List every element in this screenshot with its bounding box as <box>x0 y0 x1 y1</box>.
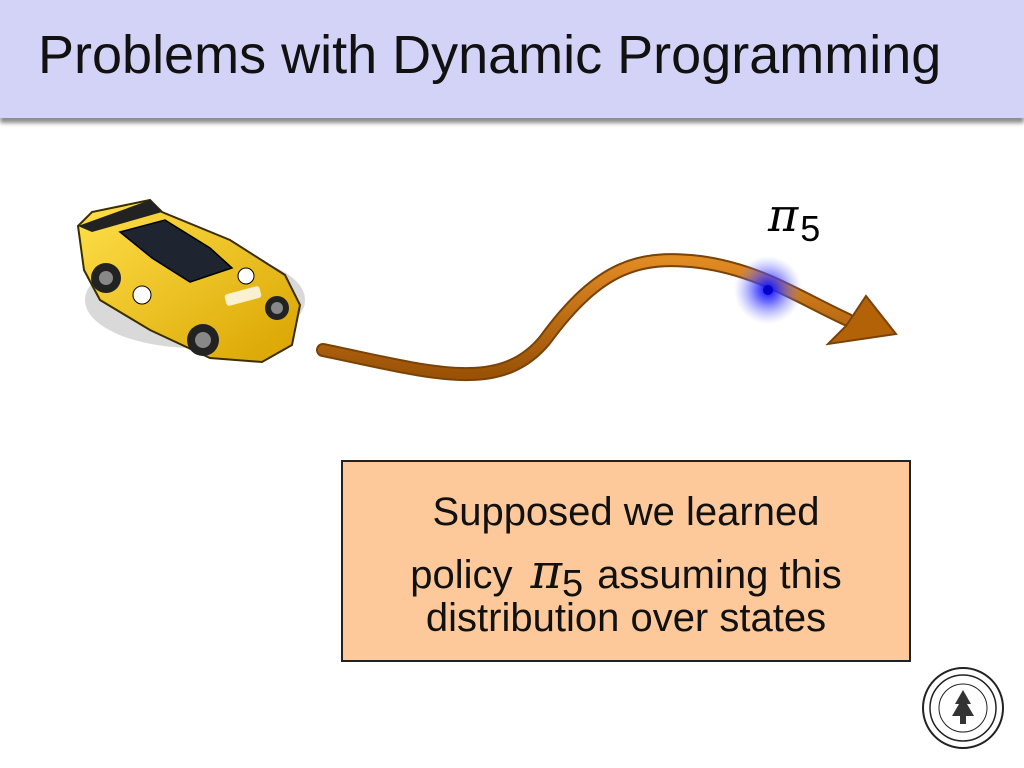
pi-symbol: π <box>768 188 799 242</box>
pi-subscript: 5 <box>800 208 821 249</box>
note-pi-subscript: 5 <box>562 563 584 605</box>
note-pi-symbol: π <box>530 544 563 600</box>
trajectory-arrow-icon <box>316 253 898 382</box>
note-pi5-symbol: π5 <box>530 544 584 605</box>
policy-pi5-label: π5 <box>768 188 820 249</box>
state-distribution-glow-icon <box>734 256 802 324</box>
note-line-2-before: policy <box>410 553 513 597</box>
slide-title: Problems with Dynamic Programming <box>38 25 942 85</box>
race-car-icon <box>76 198 305 364</box>
note-line-3: distribution over states <box>425 596 827 640</box>
note-line-1: Supposed we learned <box>432 490 820 534</box>
note-line-2-after: assuming this <box>597 553 842 597</box>
title-bar: Problems with Dynamic Programming <box>0 0 1024 118</box>
university-seal-icon <box>922 667 1004 749</box>
